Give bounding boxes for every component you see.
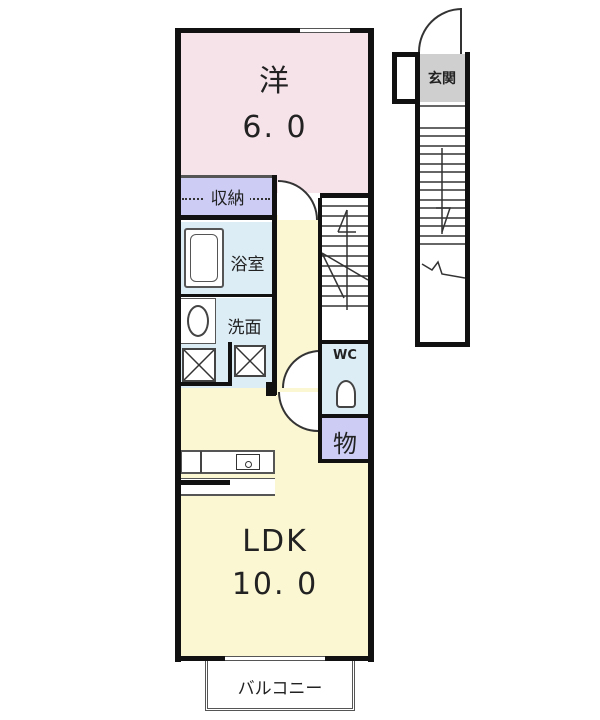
stair-tower-right (465, 52, 470, 347)
kitchen-wall-dark (180, 480, 230, 485)
stair-tower-treads-icon (420, 105, 465, 279)
counter-divider (200, 451, 202, 473)
wall-wash-bottom (180, 382, 230, 386)
outer-wall-right (368, 28, 374, 662)
window-bottom (225, 656, 325, 661)
ldk-label: LDK (242, 524, 308, 559)
bathtub-icon (184, 228, 224, 288)
sink-icon (236, 454, 260, 470)
entrance-label: 玄関 (428, 71, 456, 87)
entrance-side-box-bottom (392, 99, 420, 104)
western-room (180, 30, 370, 193)
wall-wash-step (228, 342, 232, 386)
storage-shelf-icon (234, 345, 266, 377)
wall-closet-bottom (318, 459, 370, 463)
closet-label: 物 (333, 430, 357, 458)
stair-treads-icon (322, 205, 368, 310)
balcony-label: バルコニー (237, 679, 323, 699)
closet-room (322, 418, 368, 460)
western-room-label: 洋 (259, 64, 291, 99)
wall-wc-bottom (318, 414, 370, 418)
window-top (300, 28, 350, 33)
balcony (205, 661, 355, 711)
wall-hall-stub (266, 382, 276, 396)
wall-storage-right (272, 175, 277, 395)
bathroom-label: 浴室 (230, 255, 265, 275)
entrance-side-box-left (392, 52, 397, 104)
entrance-door-leaf (460, 8, 462, 54)
entrance (418, 54, 466, 102)
washbasin-icon (187, 305, 209, 337)
wall-bath-bottom (180, 294, 275, 297)
ldk-size: 10. 0 (231, 567, 319, 602)
wall-western-bottom (320, 193, 370, 198)
stair-tower-left (415, 52, 420, 347)
wall-stairs-left (318, 198, 322, 462)
wall-storage-bottom (180, 215, 275, 220)
western-room-size: 6. 0 (242, 110, 308, 145)
kitchen-counter (180, 450, 275, 474)
stair-tower-bottom (415, 342, 470, 347)
entrance-side-box-top (392, 52, 420, 57)
entrance-door-swing (418, 8, 462, 52)
washroom-label: 洗面 (227, 318, 262, 338)
outer-wall-top (175, 28, 374, 33)
storage-label: 収納 (205, 184, 250, 209)
washing-machine-space-icon (182, 348, 216, 382)
outer-wall-left (175, 28, 181, 662)
toilet-icon (336, 380, 356, 408)
wall-wc-top (318, 340, 370, 344)
wc-label: WC (333, 348, 357, 363)
